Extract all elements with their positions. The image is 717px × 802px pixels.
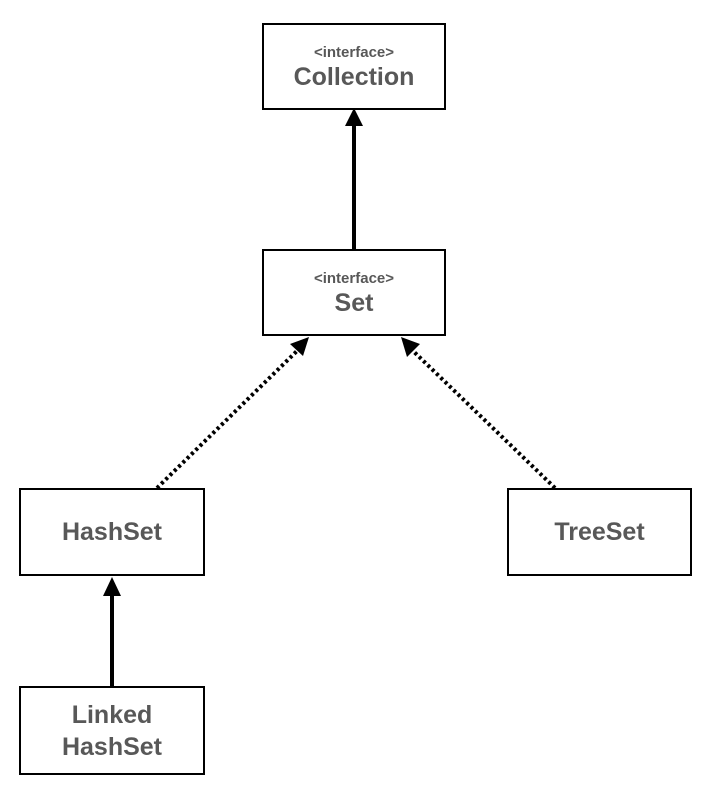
treeset-name: TreeSet <box>554 518 645 546</box>
hashset-class-box: HashSet <box>19 488 205 576</box>
linkedhashset-class-box: Linked HashSet <box>19 686 205 775</box>
edge-hashset-to-set <box>155 337 309 490</box>
collection-name: Collection <box>293 62 415 91</box>
set-name: Set <box>334 288 374 317</box>
edge-linkedhashset-to-hashset <box>103 577 121 686</box>
set-stereotype: <interface> <box>313 269 395 287</box>
linkedhashset-name-line2: HashSet <box>61 732 163 761</box>
edge-set-to-collection <box>345 108 363 249</box>
collection-interface-box: <interface> Collection <box>262 23 446 110</box>
edge-treeset-to-set <box>401 337 557 490</box>
hashset-name: HashSet <box>61 518 163 546</box>
linkedhashset-name-line1: Linked <box>71 700 153 729</box>
treeset-class-box: TreeSet <box>507 488 692 576</box>
set-interface-box: <interface> Set <box>262 249 446 336</box>
collection-stereotype: <interface> <box>313 43 395 61</box>
